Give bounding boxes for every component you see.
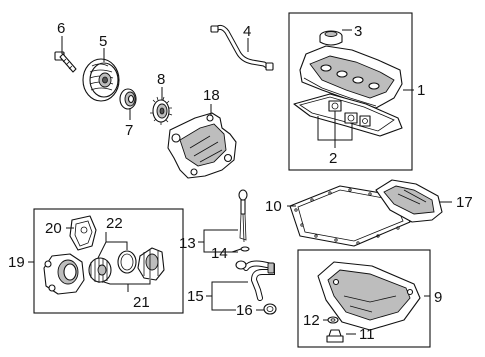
crankshaft-pulley-part <box>82 58 120 102</box>
callout-21: 21 <box>133 294 150 311</box>
callout-7: 7 <box>125 122 133 139</box>
callout-3: 3 <box>354 23 362 40</box>
oil-pan-gasket-part <box>289 185 411 247</box>
oil-filter-housing-part <box>43 253 85 295</box>
oil-filter-element-part <box>88 257 112 283</box>
callout-10: 10 <box>265 198 282 215</box>
callout-12: 12 <box>303 312 320 329</box>
dipstick-tube-part <box>235 260 275 301</box>
valve-cover-group-box <box>288 12 413 171</box>
callout-8: 8 <box>157 71 165 88</box>
valve-cover-part <box>299 45 403 109</box>
callout-14: 14 <box>211 245 228 262</box>
valve-cover-gasket-part <box>293 93 403 137</box>
callout-15: 15 <box>187 288 204 305</box>
callout-16: 16 <box>236 302 253 319</box>
oil-filter-cap-part <box>137 247 165 281</box>
callout-1: 1 <box>417 82 425 99</box>
housing-gasket-part <box>69 215 97 251</box>
dipstick-part <box>238 189 248 243</box>
bolt-part <box>54 51 77 73</box>
dipstick-o-ring-part <box>240 246 250 252</box>
drain-plug-part <box>326 329 344 343</box>
callout-22: 22 <box>106 215 123 232</box>
breather-hose-part <box>210 24 274 71</box>
leader-lines <box>28 29 452 335</box>
callout-11: 11 <box>359 326 375 343</box>
front-seal-part <box>119 88 137 110</box>
callout-9: 9 <box>434 289 442 306</box>
filter-o-ring-part <box>117 250 137 274</box>
heat-shield-part <box>375 179 443 223</box>
oil-pan-part <box>317 261 421 331</box>
drain-washer-part <box>327 316 339 324</box>
tube-o-ring-part <box>263 303 277 315</box>
callout-2: 2 <box>329 150 337 167</box>
oil-filler-cap-part <box>319 30 343 46</box>
callout-13: 13 <box>179 235 196 252</box>
oil-pan-group-box <box>297 249 431 348</box>
callout-6: 6 <box>57 20 65 37</box>
callout-4: 4 <box>243 23 251 40</box>
callout-18: 18 <box>203 87 220 104</box>
sprocket-part <box>150 96 173 125</box>
callout-19: 19 <box>8 254 25 271</box>
oil-filter-group-box <box>33 208 184 314</box>
front-cover-housing-part <box>167 112 237 179</box>
callout-5: 5 <box>99 33 107 50</box>
callout-20: 20 <box>45 220 62 237</box>
callout-17: 17 <box>456 194 473 211</box>
